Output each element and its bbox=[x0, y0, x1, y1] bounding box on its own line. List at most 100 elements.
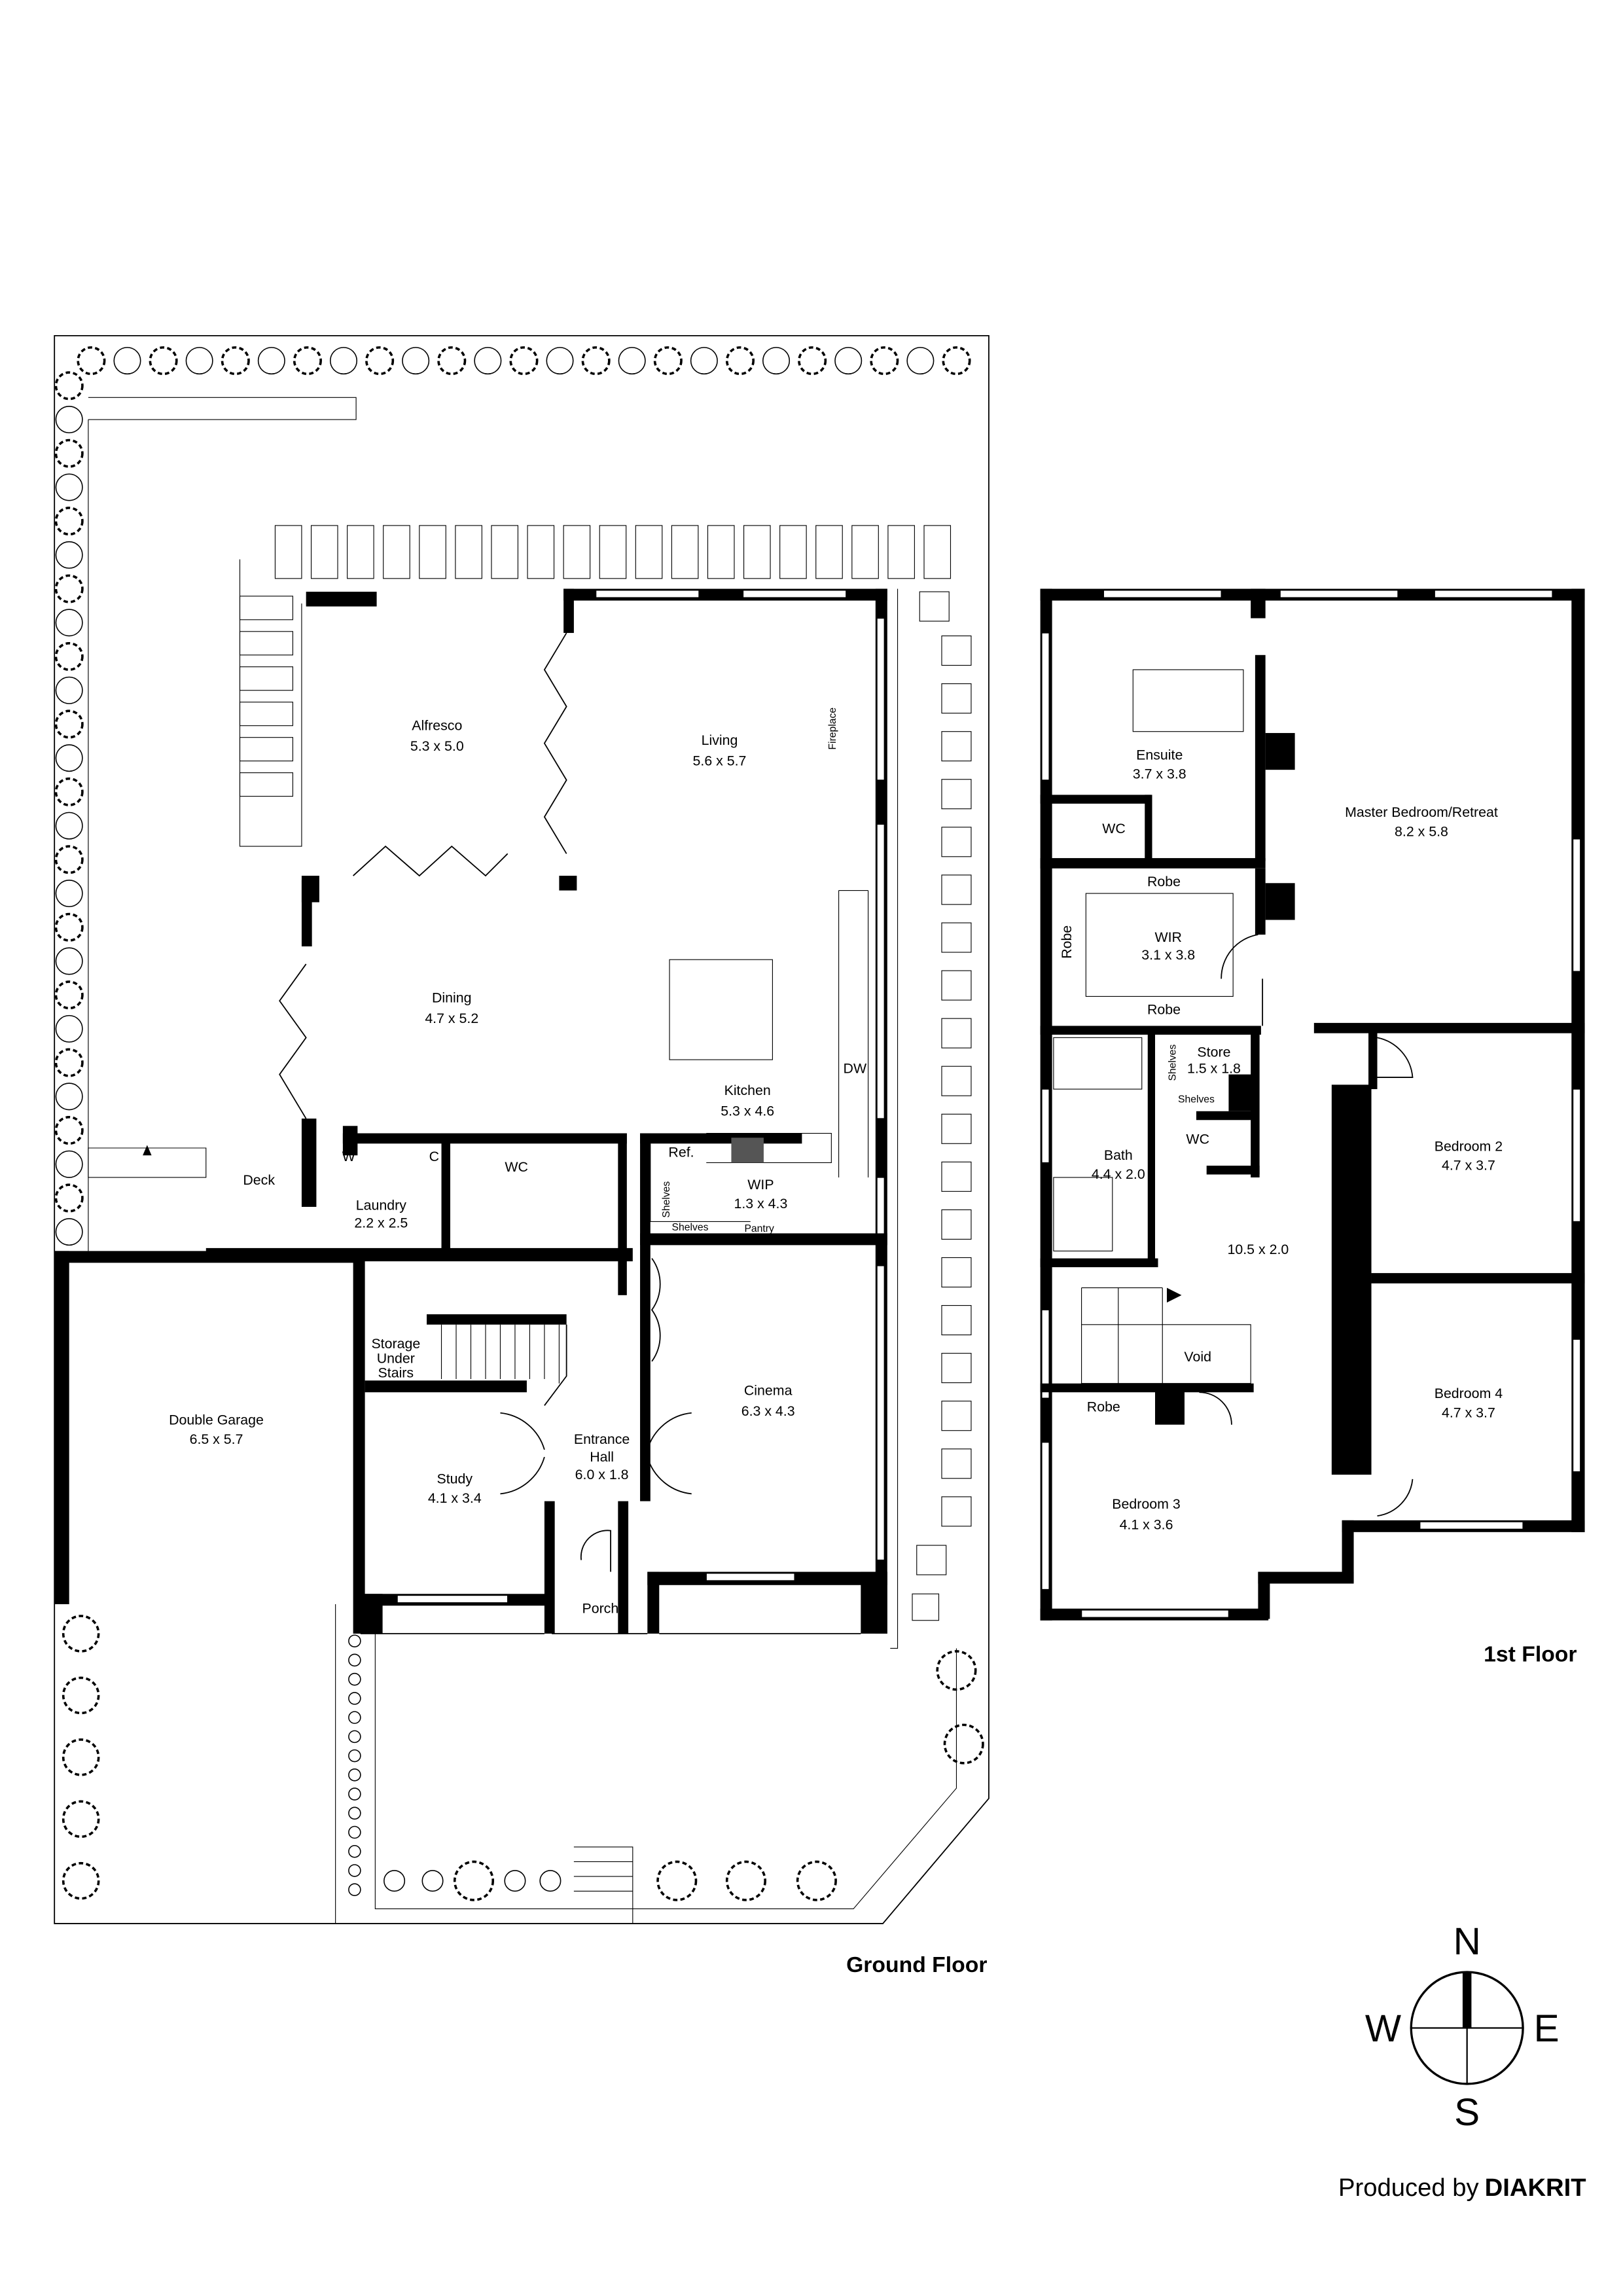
paver bbox=[239, 772, 293, 797]
room-dims-wir: 3.1 x 3.8 bbox=[1141, 947, 1195, 963]
plant-icon bbox=[365, 346, 395, 376]
plant-icon bbox=[54, 371, 84, 401]
wip-shelves-label: Shelves bbox=[661, 1181, 672, 1218]
void-label: Void bbox=[1184, 1349, 1211, 1365]
paver bbox=[743, 525, 771, 579]
plant-icon bbox=[54, 845, 84, 874]
plant-icon bbox=[348, 1634, 361, 1647]
plant-icon bbox=[55, 744, 83, 772]
paver bbox=[941, 1353, 972, 1384]
plant-icon bbox=[62, 1738, 100, 1776]
room-dims-study: 4.1 x 3.4 bbox=[428, 1490, 482, 1506]
plant-icon bbox=[581, 346, 611, 376]
robe-label: Robe bbox=[1147, 1001, 1181, 1017]
room-label-wc: WC bbox=[505, 1159, 528, 1175]
paver bbox=[347, 525, 374, 579]
plant-icon bbox=[348, 1806, 361, 1820]
plant-icon bbox=[870, 346, 899, 376]
paver bbox=[941, 779, 972, 810]
room-dims-store: 1.5 x 1.8 bbox=[1187, 1060, 1241, 1076]
room-label-deck: Deck bbox=[243, 1172, 275, 1188]
room-label-bedroom4: Bedroom 4 bbox=[1435, 1386, 1503, 1401]
plant-icon bbox=[618, 347, 646, 375]
room-label-wip: WIP bbox=[747, 1177, 774, 1193]
compass: N E S W bbox=[1365, 1920, 1560, 2134]
plant-icon bbox=[54, 1115, 84, 1145]
plant-icon bbox=[348, 1864, 361, 1877]
plant-icon bbox=[62, 1861, 100, 1900]
storage-label: Stairs bbox=[378, 1365, 414, 1381]
plant-icon bbox=[421, 1870, 444, 1892]
compass-west: W bbox=[1365, 2007, 1401, 2050]
ground-floor-labels: Alfresco 5.3 x 5.0 Living 5.6 x 5.7 Fire… bbox=[169, 708, 987, 1977]
paver bbox=[274, 525, 302, 579]
paver bbox=[941, 1257, 972, 1288]
ground-floor-walls bbox=[54, 588, 887, 1634]
storage-label: Under bbox=[377, 1350, 415, 1366]
plant-icon bbox=[725, 1860, 766, 1901]
paver bbox=[527, 525, 555, 579]
plant-icon bbox=[539, 1870, 562, 1892]
plant-icon bbox=[348, 1692, 361, 1705]
paver bbox=[239, 666, 293, 691]
room-dims-bedroom4: 4.7 x 3.7 bbox=[1442, 1405, 1495, 1420]
robe-label: Robe bbox=[1147, 874, 1181, 889]
paver bbox=[941, 731, 972, 762]
cupboard-label: C bbox=[429, 1149, 439, 1164]
plant-icon bbox=[293, 346, 322, 376]
room-dims-wip: 1.3 x 4.3 bbox=[734, 1196, 787, 1211]
plant-icon bbox=[762, 347, 791, 375]
garden-pavers bbox=[239, 525, 972, 1621]
plant-icon bbox=[55, 406, 83, 434]
paver bbox=[941, 1401, 972, 1431]
plant-icon bbox=[348, 1672, 361, 1686]
plant-icon bbox=[257, 347, 285, 375]
first-floor-caption: 1st Floor bbox=[1484, 1642, 1577, 1667]
plant-icon bbox=[62, 1615, 100, 1653]
plant-icon bbox=[55, 609, 83, 637]
plant-icon bbox=[348, 1825, 361, 1839]
plant-icon bbox=[796, 1860, 837, 1901]
room-dims-bath: 4.4 x 2.0 bbox=[1092, 1166, 1145, 1182]
plant-icon bbox=[54, 507, 84, 536]
room-dims-cinema: 6.3 x 4.3 bbox=[741, 1403, 795, 1419]
paver bbox=[941, 683, 972, 714]
room-label-bedroom3: Bedroom 3 bbox=[1112, 1496, 1180, 1512]
plant-icon bbox=[546, 347, 574, 375]
plant-icon bbox=[185, 347, 213, 375]
paver bbox=[941, 1113, 972, 1144]
ground-floor-site bbox=[54, 334, 990, 1924]
plant-icon bbox=[62, 1676, 100, 1715]
room-label-cinema: Cinema bbox=[744, 1383, 793, 1399]
paver bbox=[941, 922, 972, 953]
room-label-store: Store bbox=[1197, 1045, 1230, 1060]
paver bbox=[941, 635, 972, 666]
first-floor-labels: Ensuite 3.7 x 3.8 WC Master Bedroom/Retr… bbox=[1059, 747, 1577, 1666]
plant-icon bbox=[943, 1723, 984, 1765]
paver bbox=[707, 525, 735, 579]
paver bbox=[419, 525, 446, 579]
plant-icon bbox=[54, 980, 84, 1010]
room-label-ensuite-wc: WC bbox=[1102, 821, 1126, 836]
dishwasher-label: DW bbox=[844, 1060, 867, 1076]
paver bbox=[941, 1018, 972, 1049]
plant-icon bbox=[348, 1711, 361, 1724]
robe-label: Robe bbox=[1059, 925, 1075, 959]
hedge-plants bbox=[54, 346, 984, 1901]
room-dims-hall: 10.5 x 2.0 bbox=[1228, 1242, 1289, 1257]
plant-icon bbox=[437, 346, 467, 376]
plant-icon bbox=[55, 1218, 83, 1246]
paver bbox=[912, 1593, 940, 1621]
plant-icon bbox=[348, 1787, 361, 1801]
room-label-porch: Porch bbox=[582, 1600, 618, 1616]
paver bbox=[941, 1305, 972, 1336]
room-dims-master: 8.2 x 5.8 bbox=[1395, 823, 1448, 839]
robe-label: Robe bbox=[1346, 1298, 1361, 1331]
paver bbox=[671, 525, 699, 579]
room-dims-entrance: 6.0 x 1.8 bbox=[575, 1467, 629, 1482]
plant-icon bbox=[54, 912, 84, 942]
fireplace-label: Fireplace bbox=[827, 708, 838, 750]
plant-icon bbox=[55, 1083, 83, 1111]
store-shelves-label: Shelves bbox=[1178, 1094, 1215, 1105]
